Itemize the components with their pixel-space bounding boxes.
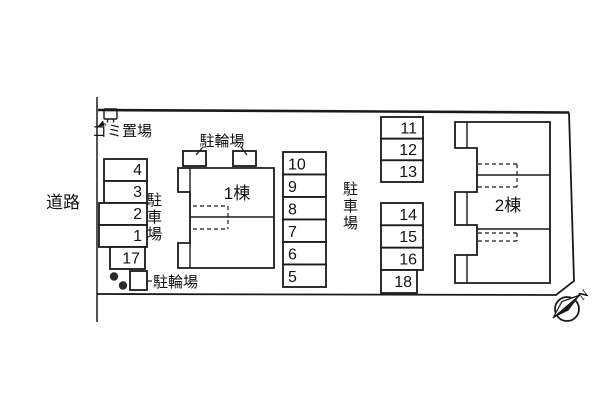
stall-number: 3 bbox=[133, 184, 142, 201]
stall-number: 17 bbox=[122, 251, 140, 268]
leader-line bbox=[195, 146, 204, 156]
bicycle-parking-top-label: 駐輪場 bbox=[199, 133, 244, 150]
building-1: 1棟 bbox=[177, 167, 275, 269]
entry-path-dashed bbox=[478, 163, 518, 188]
shrub-icons bbox=[109, 272, 128, 290]
stall-box bbox=[380, 159, 424, 183]
stall-number: 14 bbox=[399, 207, 417, 224]
stall-number: 5 bbox=[288, 269, 297, 286]
bicycle-parking-top-boxes bbox=[182, 146, 257, 167]
garbage-area-icon bbox=[97, 108, 118, 127]
building-1-label: 1棟 bbox=[224, 184, 250, 203]
stall-number: 7 bbox=[288, 224, 297, 241]
stall-number: 13 bbox=[399, 164, 417, 181]
stall-number: 8 bbox=[288, 202, 297, 219]
stall-box bbox=[109, 246, 146, 270]
entry-path-dashed bbox=[478, 232, 518, 242]
stall-number: 9 bbox=[288, 179, 297, 196]
garbage-area-label: ゴミ置場 bbox=[92, 122, 152, 140]
parking-lot-left-label: 駐車場 bbox=[145, 192, 162, 243]
stall-number: 4 bbox=[133, 162, 142, 179]
parking-right-lower: 14 15 16 18 bbox=[380, 202, 424, 294]
bicycle-parking-bottom-box bbox=[129, 270, 148, 291]
stall-number: 10 bbox=[288, 157, 306, 174]
stall-box bbox=[380, 269, 418, 294]
leader-line bbox=[240, 146, 248, 156]
stall-box bbox=[282, 263, 327, 288]
compass-north-icon: N bbox=[552, 286, 591, 322]
stall-number: 12 bbox=[399, 142, 417, 159]
stall-number: 2 bbox=[133, 206, 142, 223]
stall-number: 1 bbox=[133, 228, 142, 245]
parking-right-upper: 11 12 13 bbox=[380, 116, 424, 183]
stall-number: 18 bbox=[394, 274, 412, 291]
site-boundary-right-bottom bbox=[97, 112, 575, 296]
parking-lot-right-label: 駐車場 bbox=[341, 181, 358, 232]
building-2-label: 2棟 bbox=[495, 196, 521, 215]
north-letter: N bbox=[575, 286, 591, 303]
parking-middle-column: 10 9 8 7 6 5 bbox=[282, 151, 327, 288]
entry-path-dashed bbox=[193, 205, 229, 230]
stall-number: 15 bbox=[399, 229, 417, 246]
stall-number: 16 bbox=[399, 252, 417, 269]
stall-number: 11 bbox=[400, 121, 417, 138]
stall-number: 6 bbox=[288, 247, 297, 264]
bicycle-parking-bottom-label: 駐輪場 bbox=[153, 274, 198, 291]
road-label: 道路 bbox=[46, 193, 80, 212]
parking-left-column: 4 3 2 1 17 bbox=[98, 158, 148, 270]
building-2: 2棟 bbox=[454, 121, 551, 284]
site-boundary-top bbox=[97, 108, 570, 114]
